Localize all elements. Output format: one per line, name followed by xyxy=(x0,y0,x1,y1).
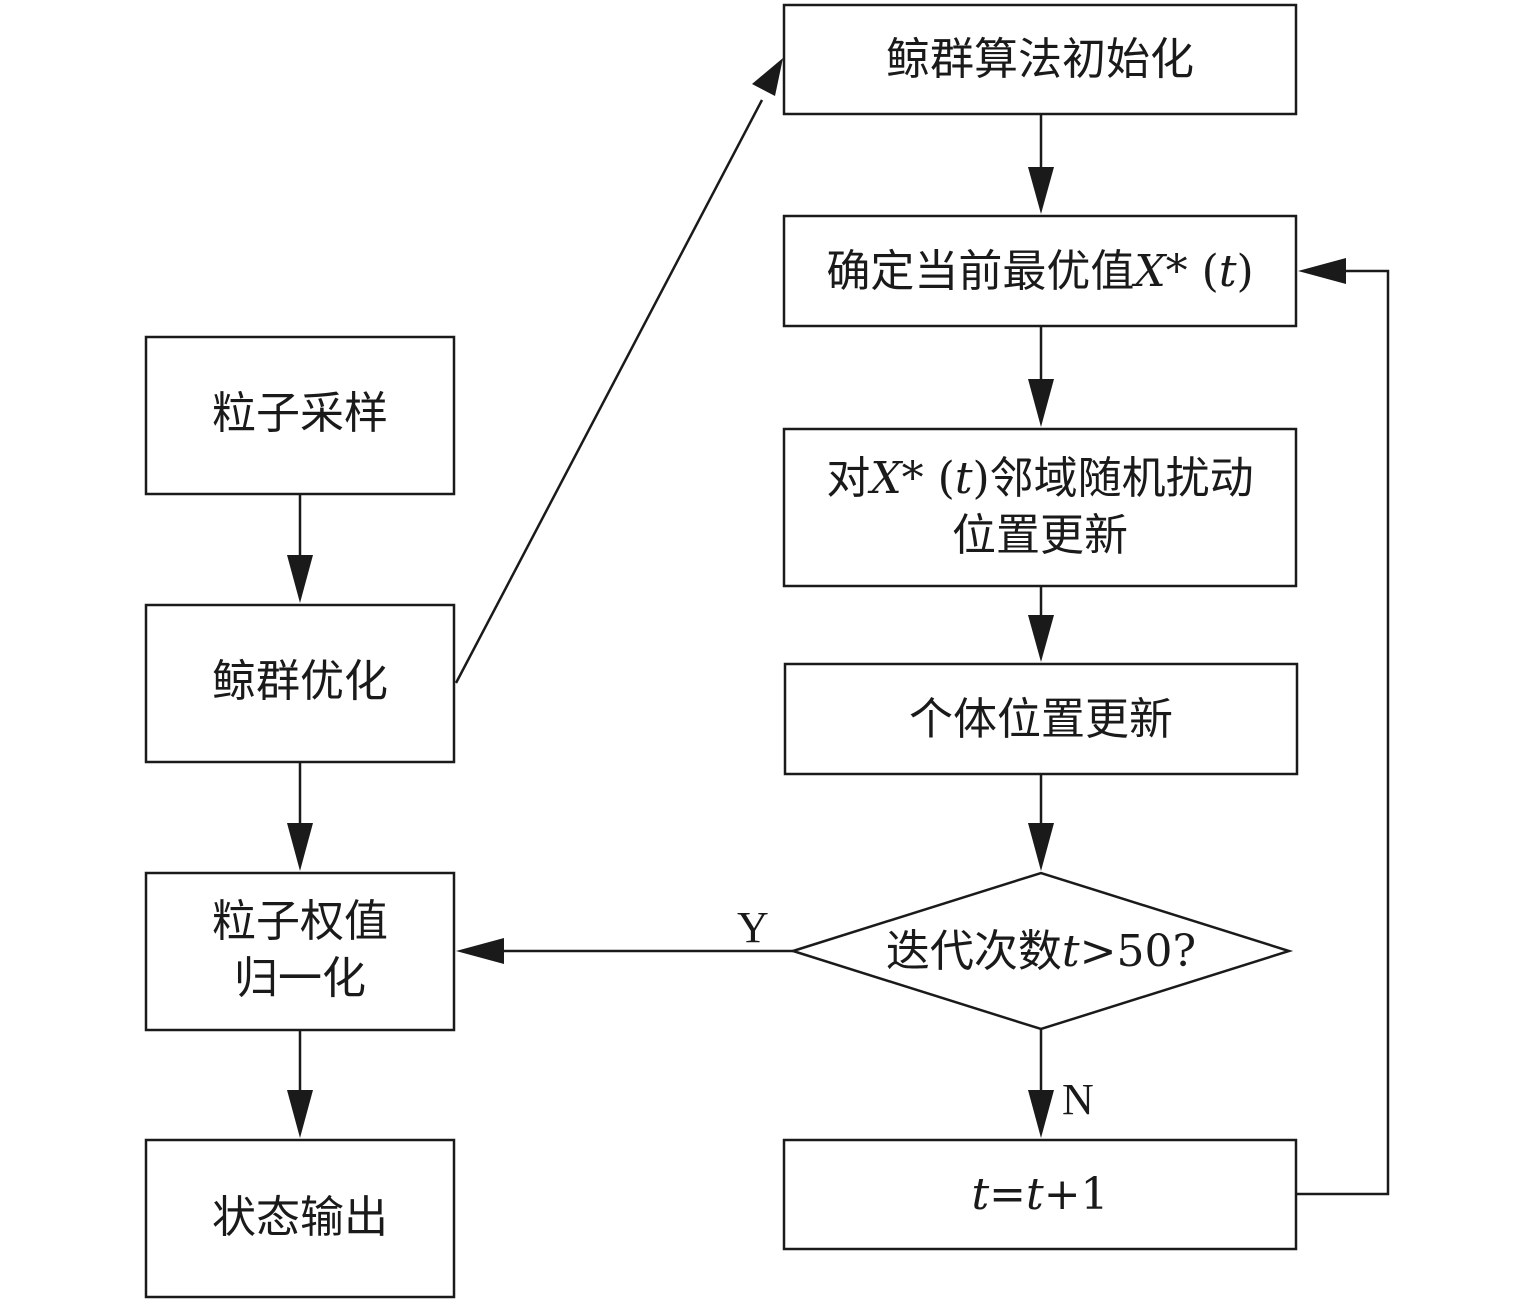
node-perturb-label-line1: 对X* (t)邻域随机扰动 xyxy=(826,453,1253,504)
increment-t1: t xyxy=(971,1169,989,1220)
increment-plus: +1 xyxy=(1044,1169,1109,1220)
node-whale-optimization-label: 鲸群优化 xyxy=(212,656,388,707)
node-best-value: 确定当前最优值X* (t) xyxy=(782,214,1298,328)
node-decision: 迭代次数t>50? xyxy=(788,871,1294,1031)
node-increment-label: t=t+1 xyxy=(971,1169,1108,1220)
decision-suffix: >50? xyxy=(1080,926,1196,977)
edge-label-no: N xyxy=(1062,1075,1094,1124)
node-increment: t=t+1 xyxy=(782,1138,1298,1251)
node-particle-sampling-label: 粒子采样 xyxy=(212,388,388,439)
edge-decision-no-to-increment: N xyxy=(1028,1029,1094,1138)
edge-decision-yes-to-normalize: Y xyxy=(456,903,793,964)
node-whale-optimization: 鲸群优化 xyxy=(144,603,456,764)
node-woa-init-label: 鲸群算法初始化 xyxy=(886,34,1194,85)
perturb-var: X* xyxy=(867,453,923,504)
decision-prefix: 迭代次数 xyxy=(886,926,1062,977)
edge-increment-loop-to-best xyxy=(1296,258,1390,1196)
node-individual-update: 个体位置更新 xyxy=(783,662,1299,776)
edge-whale-to-init xyxy=(454,58,783,684)
edge-normalize-to-output xyxy=(287,1030,313,1138)
node-weight-normalize-label-line2: 归一化 xyxy=(234,953,366,1004)
node-weight-normalize-label-line1: 粒子权值 xyxy=(212,896,388,947)
node-woa-init: 鲸群算法初始化 xyxy=(782,3,1298,116)
best-value-var: X* xyxy=(1131,246,1187,297)
edge-init-to-best xyxy=(1028,114,1054,214)
node-state-output: 状态输出 xyxy=(144,1138,456,1299)
node-best-value-label: 确定当前最优值X* (t) xyxy=(826,246,1253,297)
node-state-output-label: 状态输出 xyxy=(212,1192,388,1243)
perturb-suffix: 邻域随机扰动 xyxy=(990,453,1254,504)
perturb-prefix: 对 xyxy=(826,453,870,504)
edge-whale-to-normalize xyxy=(287,762,313,871)
best-value-t: t xyxy=(1219,246,1237,297)
node-perturb-label-line2: 位置更新 xyxy=(952,510,1128,561)
node-weight-normalize: 粒子权值 归一化 xyxy=(144,871,456,1032)
edge-best-to-perturb xyxy=(1028,326,1054,427)
increment-eq: = xyxy=(989,1169,1026,1220)
decision-var: t xyxy=(1062,926,1080,977)
node-decision-label: 迭代次数t>50? xyxy=(886,926,1196,977)
increment-t2: t xyxy=(1026,1169,1044,1220)
perturb-t: t xyxy=(955,453,973,504)
node-particle-sampling: 粒子采样 xyxy=(144,335,456,496)
node-perturb: 对X* (t)邻域随机扰动 位置更新 xyxy=(782,427,1298,588)
edge-label-yes: Y xyxy=(737,903,769,952)
edge-sampling-to-whale xyxy=(287,494,313,603)
best-value-prefix: 确定当前最优值 xyxy=(826,246,1134,297)
edge-perturb-to-individual xyxy=(1028,586,1054,662)
node-individual-update-label: 个体位置更新 xyxy=(909,694,1173,745)
edge-individual-to-decision xyxy=(1028,774,1054,871)
